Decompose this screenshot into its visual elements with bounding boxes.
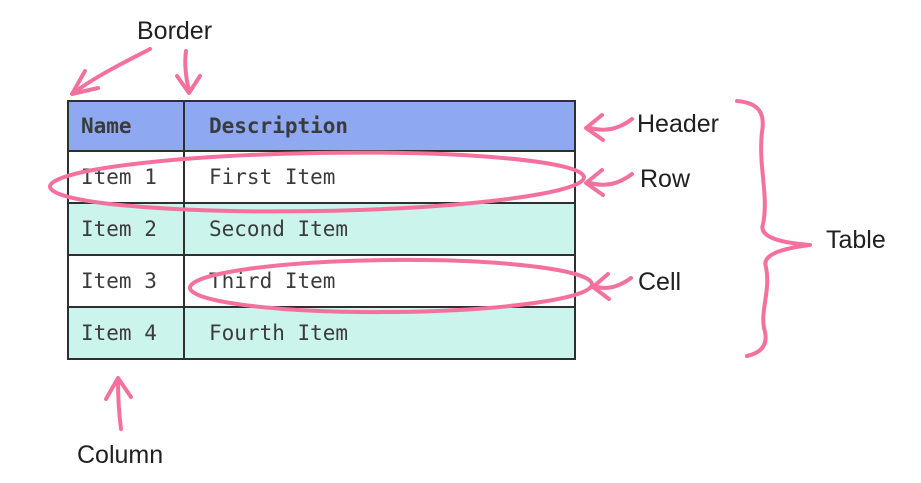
table-cell: Item 1 [67,150,185,204]
header-arrow-icon [584,113,634,142]
header-cell-name: Name [67,100,185,152]
table-cell: First Item [183,150,576,204]
header-cell-description: Description [183,100,576,152]
table-brace-icon [735,99,812,358]
table-row: Item 1 First Item [67,150,576,204]
table-row: Item 4 Fourth Item [67,306,576,360]
table-cell: Item 3 [67,254,185,308]
table-cell: Second Item [183,202,576,256]
column-arrow-icon [104,376,133,431]
cell-label: Cell [638,268,682,296]
example-table: Name Description Item 1 First Item Item … [67,100,576,360]
border-label: Border [137,17,213,45]
border-arrow-topleft-icon [70,47,152,96]
table-label: Table [826,226,886,254]
table-row: Item 3 Third Item [67,254,576,308]
row-arrow-icon [584,168,634,197]
table-header-row: Name Description [67,100,576,152]
column-label: Column [77,441,164,469]
cell-arrow-icon [591,272,633,301]
row-label: Row [640,165,691,193]
table-cell: Fourth Item [183,306,576,360]
header-label: Header [637,110,719,138]
table-cell: Item 2 [67,202,185,256]
border-arrow-down-icon [175,49,202,95]
table-cell: Item 4 [67,306,185,360]
table-row: Item 2 Second Item [67,202,576,256]
table-cell: Third Item [183,254,576,308]
